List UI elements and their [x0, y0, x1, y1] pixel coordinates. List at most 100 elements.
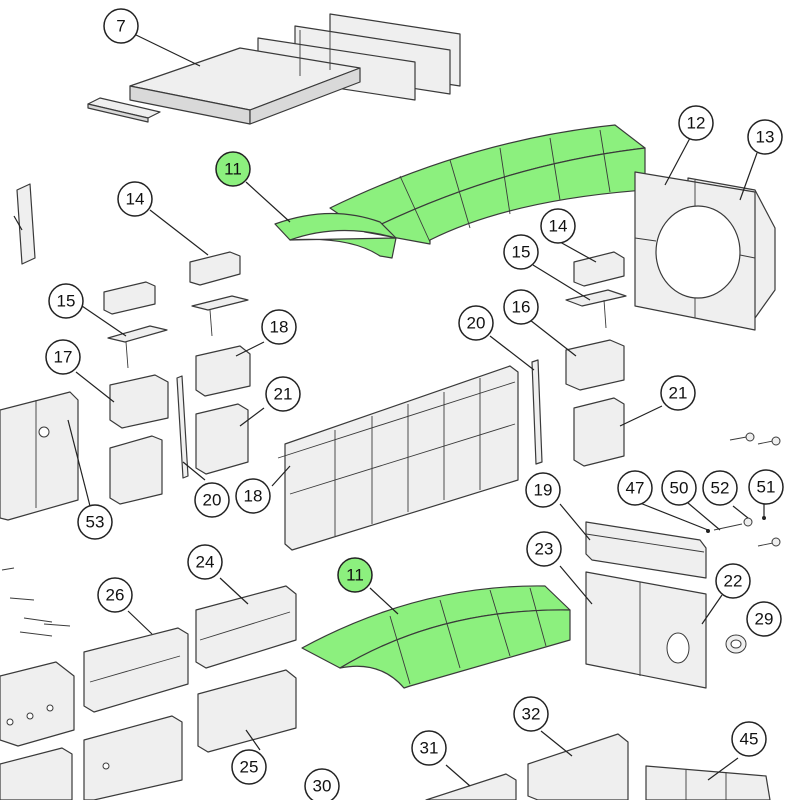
callout-26[interactable]: 26 — [97, 577, 133, 613]
callout-label: 52 — [711, 479, 730, 498]
callout-19[interactable]: 19 — [525, 472, 561, 508]
part-15-bracket-left-b[interactable] — [107, 325, 168, 369]
callout-14-left[interactable]: 14 — [117, 181, 153, 217]
leader-lines — [13, 33, 765, 787]
part-31-brick[interactable] — [425, 773, 517, 800]
callout-label: 29 — [755, 610, 774, 629]
callout-label: 31 — [420, 739, 439, 758]
part-16-block[interactable] — [565, 339, 625, 391]
part-29-grommet[interactable] — [725, 634, 747, 654]
callout-label: 11 — [224, 160, 242, 179]
part-15-bracket-left-c[interactable] — [191, 295, 249, 337]
part-11-lower-arch[interactable] — [301, 585, 571, 689]
callout-label: 32 — [522, 705, 541, 724]
callout-label: 25 — [240, 758, 259, 777]
part-15-bracket-right[interactable] — [565, 289, 627, 329]
callout-50[interactable]: 50 — [661, 470, 697, 506]
callout-21-left[interactable]: 21 — [265, 376, 301, 412]
part-25-brick[interactable] — [197, 669, 297, 753]
part-22-23-door-plates[interactable] — [585, 571, 707, 689]
part-lower-brick-far-left[interactable] — [0, 747, 73, 800]
part-17-block[interactable] — [109, 374, 169, 429]
callout-22[interactable]: 22 — [715, 563, 751, 599]
callout-17[interactable]: 17 — [45, 339, 81, 375]
callout-label: 19 — [534, 481, 553, 500]
part-21-block-right[interactable] — [573, 397, 625, 467]
part-left-post[interactable] — [16, 183, 36, 265]
callout-15-left[interactable]: 15 — [48, 283, 84, 319]
callout-label: 13 — [756, 128, 775, 147]
part-21-block-left[interactable] — [195, 403, 249, 475]
callout-18-upper[interactable]: 18 — [261, 309, 297, 345]
callouts: 7 11 12 13 14 14 15 15 16 17 18 18 20 20… — [45, 8, 784, 800]
callout-label: 22 — [724, 572, 743, 591]
callout-label: 16 — [512, 298, 531, 317]
callout-14-right[interactable]: 14 — [540, 208, 576, 244]
part-53-wall-segment[interactable] — [0, 391, 79, 521]
callout-label: 11 — [346, 566, 364, 585]
callout-7[interactable]: 7 — [103, 8, 139, 44]
part-20-rod-left[interactable] — [176, 375, 189, 479]
part-18-block-left[interactable] — [195, 345, 251, 397]
part-18-center-wall[interactable] — [277, 365, 519, 551]
callout-label: 18 — [270, 318, 289, 337]
part-45-panel[interactable] — [645, 765, 771, 800]
callout-25[interactable]: 25 — [231, 749, 267, 785]
callout-53[interactable]: 53 — [77, 504, 113, 540]
callout-29[interactable]: 29 — [746, 601, 782, 637]
part-11-upper-arch[interactable] — [274, 124, 646, 259]
callout-label: 7 — [116, 17, 125, 36]
callout-label: 21 — [669, 384, 688, 403]
callout-30[interactable]: 30 — [304, 768, 340, 800]
callout-12[interactable]: 12 — [678, 105, 714, 141]
part-12-13-ring-plates[interactable] — [634, 171, 776, 331]
callout-11-lower[interactable]: 11 — [337, 557, 373, 593]
part-15-bracket-left-a[interactable] — [103, 281, 156, 315]
callout-label: 21 — [274, 385, 293, 404]
part-19-lintel[interactable] — [585, 521, 707, 579]
callout-label: 50 — [670, 479, 689, 498]
part-26-brick[interactable] — [83, 627, 189, 713]
callout-20-lower[interactable]: 20 — [194, 482, 230, 518]
callout-18-lower[interactable]: 18 — [235, 478, 271, 514]
callout-label: 14 — [126, 190, 145, 209]
callout-24[interactable]: 24 — [187, 544, 223, 580]
callout-label: 20 — [467, 314, 486, 333]
callout-45[interactable]: 45 — [731, 721, 767, 757]
part-block-left-low[interactable] — [109, 435, 163, 505]
part-lower-left-plate[interactable] — [0, 661, 75, 747]
callout-16[interactable]: 16 — [503, 289, 539, 325]
part-32-plate[interactable] — [527, 733, 629, 800]
part-14-block-left[interactable] — [189, 251, 241, 286]
callout-label: 20 — [203, 491, 222, 510]
callout-label: 12 — [687, 114, 706, 133]
callout-label: 23 — [535, 540, 554, 559]
part-24-brick[interactable] — [195, 585, 297, 669]
callout-label: 47 — [626, 479, 645, 498]
part-14-block-right[interactable] — [573, 251, 625, 287]
callout-51[interactable]: 51 — [748, 469, 784, 505]
callout-13[interactable]: 13 — [747, 119, 783, 155]
part-lower-brick-left[interactable] — [83, 715, 183, 800]
callout-11-upper[interactable]: 11 — [215, 151, 251, 187]
callout-label: 26 — [106, 586, 125, 605]
callout-label: 30 — [313, 777, 332, 796]
callout-21-right[interactable]: 21 — [660, 375, 696, 411]
part-20-rod-right[interactable] — [531, 359, 543, 465]
callout-label: 15 — [57, 292, 76, 311]
part-bolts-47-50-52[interactable] — [706, 432, 781, 547]
part-lower-left-bolts[interactable] — [1, 567, 71, 637]
callout-47[interactable]: 47 — [617, 470, 653, 506]
callout-20-upper[interactable]: 20 — [458, 305, 494, 341]
callout-label: 51 — [757, 478, 776, 497]
part-7-plates[interactable] — [87, 13, 461, 125]
callout-label: 17 — [54, 348, 73, 367]
callout-23[interactable]: 23 — [526, 531, 562, 567]
callout-label: 24 — [196, 553, 215, 572]
callout-52[interactable]: 52 — [702, 470, 738, 506]
callout-32[interactable]: 32 — [513, 696, 549, 732]
callout-15-right[interactable]: 15 — [503, 234, 539, 270]
callout-label: 18 — [244, 487, 263, 506]
callout-31[interactable]: 31 — [411, 730, 447, 766]
